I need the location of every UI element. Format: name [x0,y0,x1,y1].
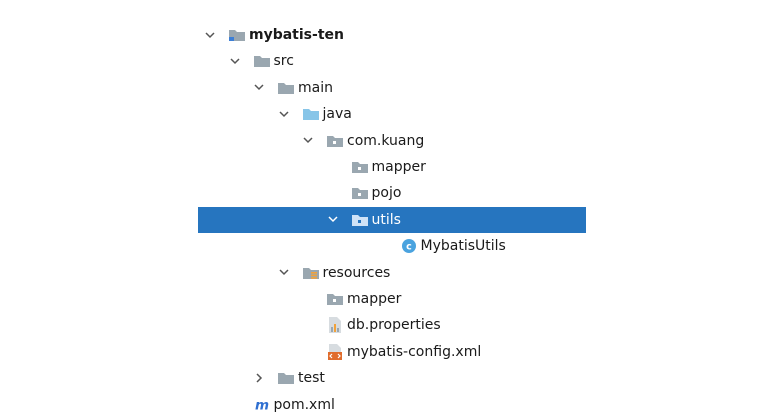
tree-node-com-kuang[interactable]: com.kuang [0,128,773,154]
tree-node-test[interactable]: test [0,365,773,391]
tree-node-db-properties[interactable]: db.properties [0,312,773,338]
tree-node-resources[interactable]: resources [0,260,773,286]
chevron-down-icon[interactable] [278,101,290,127]
package-icon [351,207,369,233]
tree-node-label: mybatis-config.xml [347,343,482,360]
chevron-down-icon[interactable] [327,207,339,233]
chevron-down-icon[interactable] [253,75,265,101]
xml-file-icon [326,339,344,365]
chevron-down-icon[interactable] [204,22,216,48]
chevron-down-icon[interactable] [229,48,241,74]
svg-text:c: c [406,242,412,253]
tree-node-label: mapper [371,159,426,175]
tree-node-label: resources [322,264,391,281]
chevron-down-icon[interactable] [302,128,314,154]
chevron-down-icon[interactable] [278,260,290,286]
package-icon [326,286,344,312]
tree-node-label: MybatisUtils [420,238,506,255]
resources-folder-icon [302,260,320,286]
tree-node-label: src [273,53,294,70]
tree-node-label: pom.xml [273,396,335,413]
tree-node-mapper[interactable]: mapper [0,286,773,312]
tree-node-label: utils [371,211,401,228]
package-icon [326,128,344,154]
package-icon [351,154,369,180]
folder-icon [253,48,271,74]
package-icon [351,180,369,206]
tree-node-mapper[interactable]: mapper [0,154,773,180]
svg-text:m: m [254,397,268,413]
module-folder-icon [228,22,246,48]
properties-file-icon [326,312,344,338]
tree-node-mybatisutils[interactable]: c MybatisUtils [0,233,773,259]
tree-node-utils[interactable]: utils [198,206,586,233]
tree-node-label: com.kuang [347,132,425,149]
tree-node-label: db.properties [347,317,441,334]
tree-node-src[interactable]: src [0,48,773,74]
tree-node-java[interactable]: java [0,101,773,127]
tree-node-label: main [298,79,333,96]
folder-icon [277,75,295,101]
maven-file-icon: m [253,392,271,413]
tree-node-mybatis-ten[interactable]: mybatis-ten [0,22,773,48]
tree-node-pojo[interactable]: pojo [0,180,773,206]
java-class-icon: c [400,233,418,259]
source-folder-icon [302,101,320,127]
tree-node-label: java [322,106,352,123]
chevron-right-icon[interactable] [253,365,265,391]
tree-node-label: mybatis-ten [249,27,344,43]
tree-node-label: pojo [371,185,402,202]
folder-icon [277,365,295,391]
tree-node-mybatis-config-xml[interactable]: mybatis-config.xml [0,339,773,365]
tree-node-label: mapper [347,291,402,307]
tree-node-main[interactable]: main [0,75,773,101]
tree-node-pom-xml[interactable]: m pom.xml [0,392,773,413]
tree-node-label: test [298,370,325,387]
